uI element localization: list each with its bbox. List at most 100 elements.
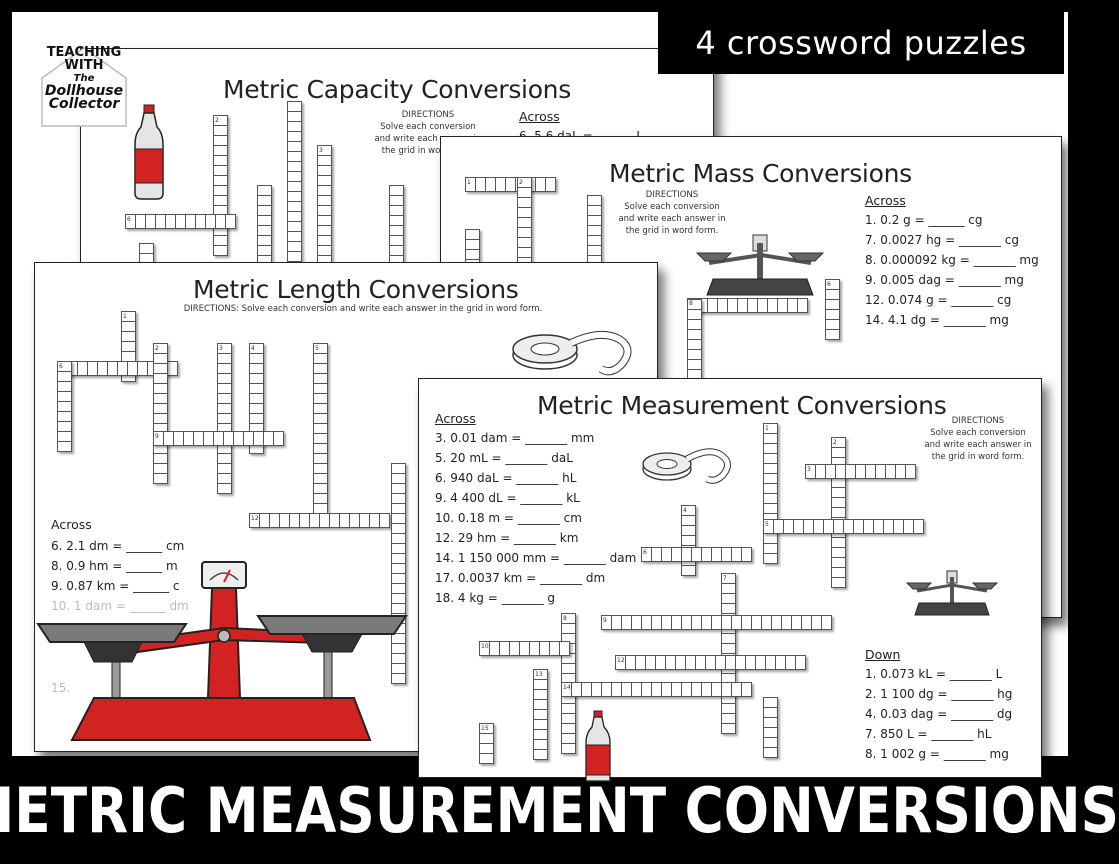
measurement-grid xyxy=(640,546,752,562)
cell-number: 6 xyxy=(59,363,63,370)
measurement-across-clue: 12. 29 hm = _______ km xyxy=(435,531,579,545)
cell-number: 6 xyxy=(643,549,647,556)
mass-clue: 1. 0.2 g = ______ cg xyxy=(865,213,983,227)
tape-measure-icon xyxy=(642,448,731,484)
length-grid xyxy=(216,342,232,494)
puzzle-collage: Metric Capacity Conversions DIRECTIONS S… xyxy=(12,12,1068,782)
crossword-count-banner: 4 crossword puzzles xyxy=(658,12,1064,74)
measurement-down-clue: 4. 0.03 dag = _______ dg xyxy=(865,707,1013,721)
length-grid xyxy=(248,512,390,528)
capacity-grid xyxy=(388,184,404,266)
cell-number: 13 xyxy=(535,671,543,678)
capacity-grid xyxy=(212,114,228,256)
measurement-down-clue: 7. 850 L = _______ hL xyxy=(865,727,992,741)
measurement-grid xyxy=(762,696,778,758)
measurement-grid xyxy=(762,422,778,564)
product-title: METRIC MEASUREMENT CONVERSIONS xyxy=(0,773,1119,847)
cell-number: 12 xyxy=(251,515,259,522)
length-clue: 6. 2.1 dm = ______ cm xyxy=(51,539,185,553)
cell-number: 3 xyxy=(807,466,811,473)
cell-number: 14 xyxy=(563,684,571,691)
cell-number: 2 xyxy=(215,117,219,124)
red-balance-scale-icon xyxy=(36,561,408,741)
cell-number: 8 xyxy=(563,615,567,622)
cell-number: 12 xyxy=(617,657,625,664)
cell-number: 15 xyxy=(481,725,489,732)
balance-scale-icon xyxy=(695,234,825,296)
mass-clue: 12. 0.074 g = _______ cg xyxy=(865,293,1012,307)
measurement-across-clue: 14. 1 150 000 mm = _______ dam xyxy=(435,551,637,565)
cell-number: 9 xyxy=(155,433,159,440)
length-grid xyxy=(152,342,168,484)
measurement-down-clue: 2. 1 100 dg = _______ hg xyxy=(865,687,1013,701)
measurement-grid xyxy=(600,614,832,630)
measurement-grid xyxy=(830,436,846,588)
measurement-across-clue: 5. 20 mL = _______ daL xyxy=(435,451,573,465)
measurement-title: Metric Measurement Conversions xyxy=(537,391,947,420)
length-title: Metric Length Conversions xyxy=(193,275,519,304)
measurement-grid xyxy=(762,518,924,534)
capacity-grid xyxy=(286,100,302,262)
measurement-grid xyxy=(804,463,916,479)
mass-across-heading: Across xyxy=(865,193,906,208)
measurement-grid xyxy=(560,681,752,697)
measurement-across-clue: 6. 940 daL = _______ hL xyxy=(435,471,577,485)
measurement-across-clue: 3. 0.01 dam = _______ mm xyxy=(435,431,595,445)
capacity-across-heading: Across xyxy=(519,109,560,124)
length-grid xyxy=(152,430,284,446)
cell-number: 4 xyxy=(683,507,687,514)
mass-grid xyxy=(586,194,602,266)
mass-clue: 8. 0.000092 kg = _______ mg xyxy=(865,253,1039,267)
mass-clue: 14. 4.1 dg = _______ mg xyxy=(865,313,1009,327)
cell-number: 7 xyxy=(723,575,727,582)
house-outline-icon xyxy=(41,47,127,127)
mass-grid xyxy=(686,298,702,380)
length-clue: 8. 0.9 hm = ______ m xyxy=(51,559,178,573)
length-grid xyxy=(312,342,328,524)
measurement-across-clue: 10. 0.18 m = _______ cm xyxy=(435,511,582,525)
capacity-grid xyxy=(256,184,272,266)
cell-number: 6 xyxy=(127,216,131,223)
length-clue: 15. xyxy=(51,681,71,695)
length-across-heading: Across xyxy=(51,517,92,532)
mass-grid xyxy=(516,176,532,268)
cell-number: 8 xyxy=(689,300,693,307)
length-clue: 10. 1 dam = ______ dm xyxy=(51,599,189,613)
cell-number: 1 xyxy=(467,179,471,186)
measurement-down-heading: Down xyxy=(865,647,901,662)
cell-number: 9 xyxy=(603,617,607,624)
measurement-across-clue: 18. 4 kg = _______ g xyxy=(435,591,556,605)
measurement-grid xyxy=(532,668,548,760)
cell-number: 2 xyxy=(155,345,159,352)
measurement-grid xyxy=(614,654,806,670)
soda-bottle-icon xyxy=(134,104,164,200)
capacity-grid xyxy=(124,213,236,229)
capacity-grid xyxy=(316,144,332,266)
cell-number: 1 xyxy=(765,425,769,432)
measurement-across-heading: Across xyxy=(435,411,476,426)
length-directions: DIRECTIONS: Solve each conversion and wr… xyxy=(183,304,543,314)
mass-clue: 9. 0.005 dag = _______ mg xyxy=(865,273,1024,287)
measurement-across-clue: 9. 4 400 dL = _______ kL xyxy=(435,491,580,505)
measurement-across-clue: 17. 0.0037 km = _______ dm xyxy=(435,571,606,585)
balance-scale-icon xyxy=(905,570,999,616)
logo-text: TEACHING WITH The Dollhouse Collector xyxy=(44,45,124,112)
length-clue: 9. 0.87 km = ______ c xyxy=(51,579,180,593)
mass-grid xyxy=(824,278,840,340)
measurement-grid xyxy=(478,640,570,656)
measurement-directions: DIRECTIONS Solve each conversion and wri… xyxy=(924,416,1032,462)
mass-grid xyxy=(686,297,808,313)
length-grid xyxy=(56,360,72,452)
length-worksheet: Metric Length Conversions DIRECTIONS: So… xyxy=(34,262,658,752)
measurement-worksheet: Metric Measurement Conversions DIRECTION… xyxy=(418,378,1042,782)
cell-number: 1 xyxy=(123,313,127,320)
measurement-grid xyxy=(680,504,696,576)
product-title-bar: METRIC MEASUREMENT CONVERSIONS xyxy=(0,762,1119,858)
measurement-grid xyxy=(478,722,494,764)
banner-text: 4 crossword puzzles xyxy=(695,24,1027,62)
cell-number: 6 xyxy=(827,281,831,288)
measurement-down-clue: 8. 1 002 g = _______ mg xyxy=(865,747,1009,761)
mass-clue: 7. 0.0027 hg = _______ cg xyxy=(865,233,1020,247)
soda-bottle-icon xyxy=(585,710,611,782)
cell-number: 3 xyxy=(319,147,323,154)
